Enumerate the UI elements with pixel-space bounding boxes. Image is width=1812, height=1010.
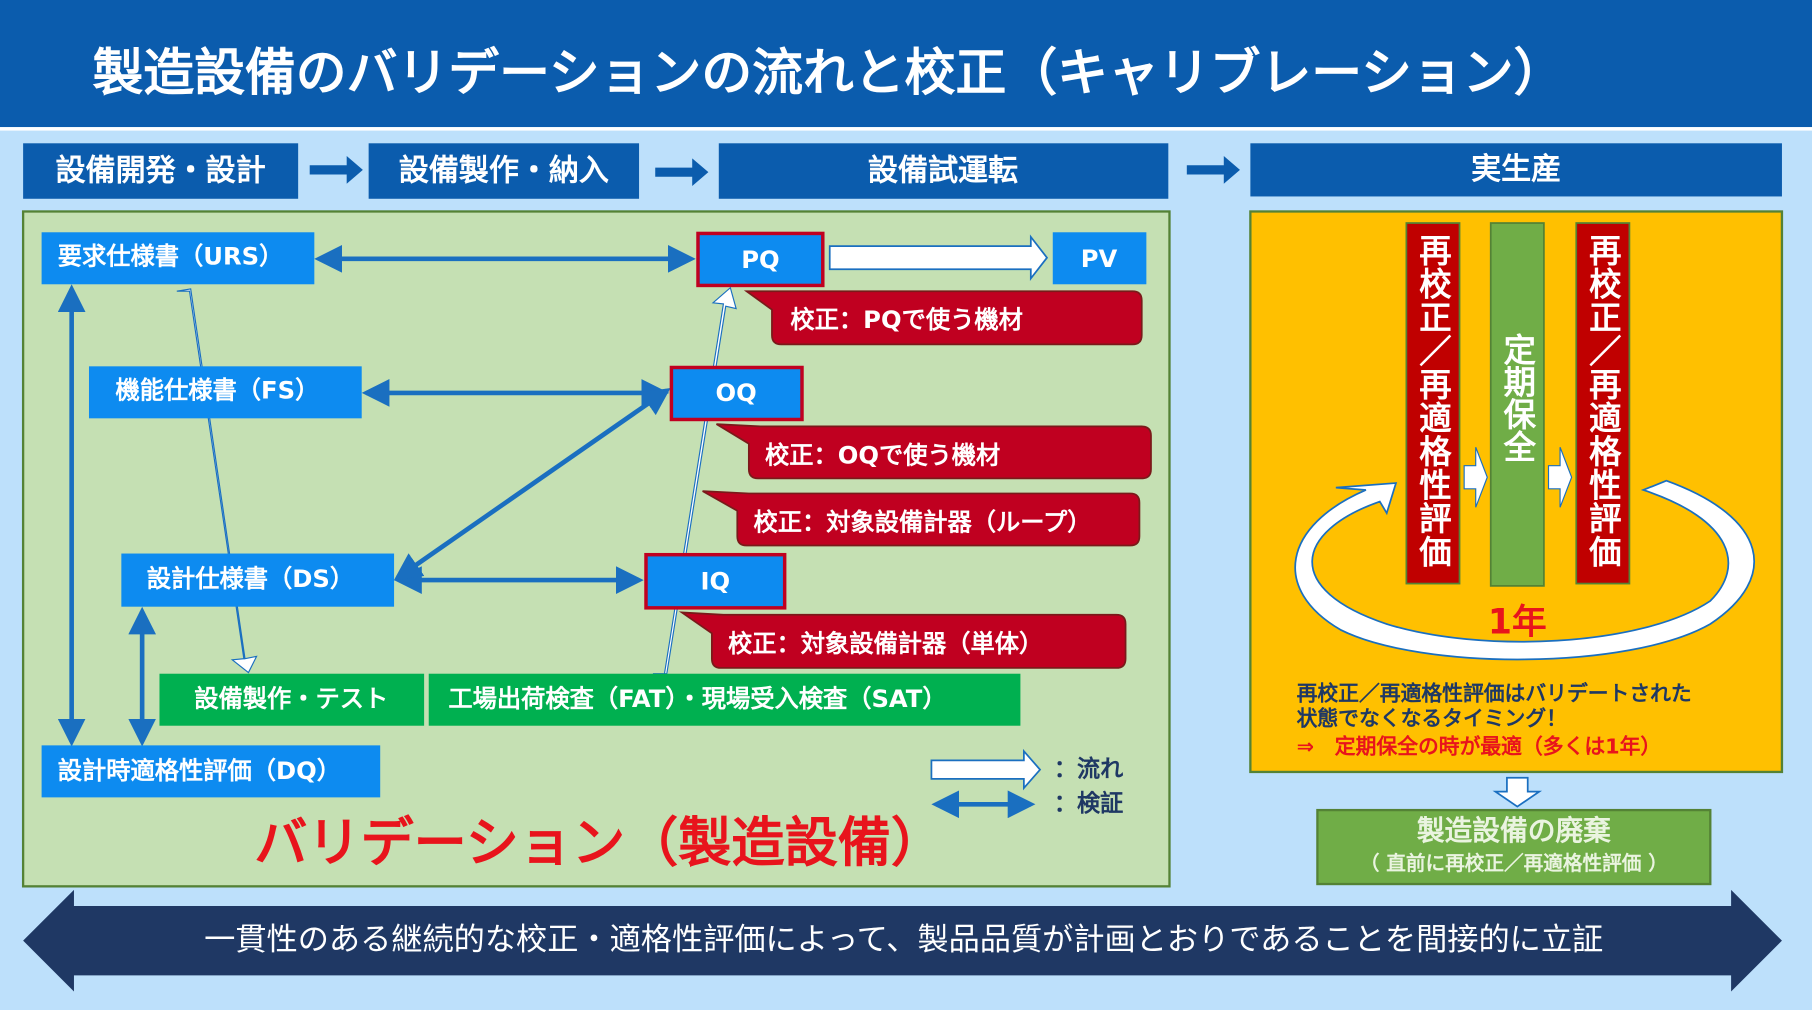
validation-panel: 要求仕様書（URS） 機能仕様書（FS） 設計仕様書（DS） 設計時適格性評価（… (21, 210, 1171, 888)
build-test-box: 設備製作・テスト (194, 684, 388, 713)
phase-production: 実生産 (1471, 152, 1561, 187)
recal-left-bar: 再校正／再適格性評価 (1414, 233, 1452, 568)
fat-sat-box: 工場出荷検査（FAT）・現場受入検査（SAT） (448, 684, 946, 713)
cycle-arrow-icon (1294, 479, 1755, 661)
disposal-title: 製造設備の廃棄 (1417, 814, 1611, 847)
cycle-label: 1年 (1488, 602, 1547, 642)
legend-verify-label: ：検証 (1054, 790, 1123, 817)
arrow-right-icon (1547, 447, 1573, 508)
arrow-down-icon (1492, 776, 1543, 808)
callout-cal-oq: 校正：OQで使う機材 (765, 440, 1000, 469)
note-line-1: 再校正／再適格性評価はバリデートされた (1297, 681, 1692, 705)
flow-arrow-up (652, 286, 737, 675)
pq-box: PQ (741, 245, 779, 274)
pv-box: PV (1081, 244, 1118, 273)
footer-text: 一貫性のある継続的な校正・適格性評価によって、製品品質が計画とおりであることを間… (204, 922, 1603, 958)
phase-design: 設備開発・設計 (56, 153, 266, 188)
dq-box: 設計時適格性評価（DQ） (58, 756, 341, 785)
callout-cal-loop: 校正：対象設備計器（ループ） (753, 507, 1091, 536)
legend-flow-arrow-icon (930, 748, 1042, 791)
disposal-subtitle: （ 直前に再校正／再適格性評価 ） (1360, 852, 1668, 875)
oq-box: OQ (716, 378, 757, 407)
phase-build: 設備製作・納入 (399, 153, 609, 188)
arrow-right-icon (1186, 156, 1240, 184)
arrow-right-icon (655, 158, 709, 187)
production-panel: 再校正／再適格性評価 定期保全 再校正／再適格性評価 1年 再校正／再適格性評価… (1249, 210, 1784, 886)
page-title: 製造設備のバリデーションの流れと校正（キャリブレーション） (92, 43, 1564, 102)
recal-right-bar: 再校正／再適格性評価 (1584, 233, 1622, 568)
note-line-2: 状態でなくなるタイミング！ (1297, 707, 1567, 731)
iq-box: IQ (701, 566, 731, 595)
callout-cal-unit: 校正：対象設備計器（単体） (728, 629, 1043, 658)
title-bar: 製造設備のバリデーションの流れと校正（キャリブレーション） (0, 0, 1812, 131)
arrow-right-icon (309, 156, 363, 184)
arrow-right-icon (1463, 447, 1488, 508)
legend-flow-label: ：流れ (1054, 756, 1123, 783)
ds-box: 設計仕様書（DS） (147, 564, 354, 593)
phase-headers: 設備開発・設計 設備製作・納入 設備試運転 実生産 (23, 143, 1782, 199)
footer-banner: 一貫性のある継続的な校正・適格性評価によって、製品品質が計画とおりであることを間… (23, 889, 1782, 992)
note-line-3: ⇒ 定期保全の時が最適（多くは1年） (1297, 734, 1662, 758)
verification-arrows (57, 244, 696, 747)
legend: ：流れ ：検証 (930, 748, 1123, 819)
callout-cal-pq: 校正：PQで使う機材 (790, 305, 1022, 334)
urs-box: 要求仕様書（URS） (58, 242, 284, 271)
panel-title: バリデーション（製造設備） (254, 812, 944, 874)
phase-trial: 設備試運転 (868, 153, 1018, 188)
fs-box: 機能仕様書（FS） (116, 376, 320, 405)
maintenance-bar: 定期保全 (1498, 332, 1536, 462)
flow-arrow-pq-pv (828, 234, 1049, 282)
